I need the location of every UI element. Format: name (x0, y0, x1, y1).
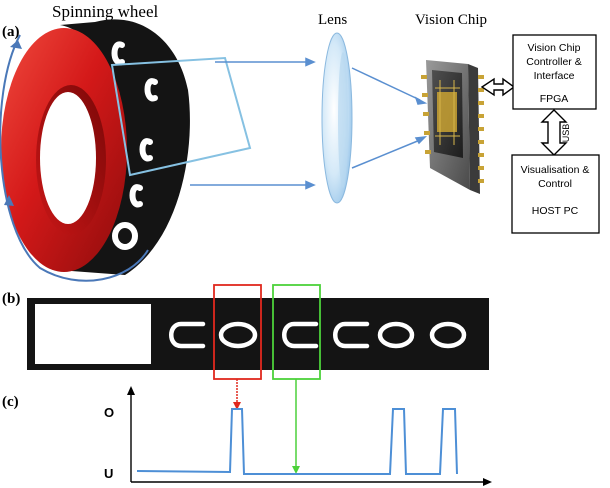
wheel-tread-letters (111, 41, 158, 250)
panel-b-label: (b) (2, 291, 20, 307)
rotation-arrow (0, 34, 149, 282)
lens-title: Lens (318, 12, 347, 28)
host-box-line1: Visualisation & (521, 164, 590, 176)
vision-chip (421, 60, 484, 194)
host-pc-box: Visualisation & Control HOST PC (511, 154, 600, 234)
fpga-box: Vision Chip Controller & Interface FPGA (512, 34, 597, 110)
chip-title: Vision Chip (415, 12, 487, 28)
panel-c-label: (c) (2, 394, 19, 410)
strip-symbol-o-3 (429, 321, 467, 349)
strip-symbol-u-3 (333, 321, 370, 349)
viewing-window (110, 56, 252, 177)
fpga-box-line4: FPGA (540, 93, 569, 105)
panel-a-label: (a) (2, 24, 20, 40)
signal-trace (136, 408, 458, 475)
strip-blank-region (35, 304, 151, 364)
wheel-title: Spinning wheel (52, 2, 159, 21)
lens (321, 32, 353, 204)
light-path-arrows (190, 57, 428, 190)
host-box-line2: Control (538, 178, 572, 190)
usb-double-arrow: USB (540, 109, 571, 156)
fpga-box-line1: Vision Chip (528, 42, 581, 54)
panel-c: (c) O U (2, 386, 492, 486)
strip-symbol-u-2 (282, 321, 319, 349)
strip-symbols (169, 321, 467, 349)
usb-label: USB (561, 124, 571, 143)
spinning-wheel (0, 19, 252, 282)
strip-symbol-o-2 (377, 321, 415, 349)
strip-symbol-o-1 (218, 321, 258, 349)
y-tick-o: O (104, 405, 114, 420)
panel-b: (b) (2, 284, 489, 474)
y-tick-u: U (104, 466, 113, 481)
fpga-box-line2: Controller & (526, 56, 581, 68)
chip-fpga-double-arrow (480, 77, 516, 97)
panel-a: (a) Spinning wheel (0, 2, 600, 282)
strip-symbol-u-1 (169, 321, 206, 349)
host-box-line3: HOST PC (532, 205, 579, 217)
fpga-box-line3: Interface (534, 70, 575, 82)
